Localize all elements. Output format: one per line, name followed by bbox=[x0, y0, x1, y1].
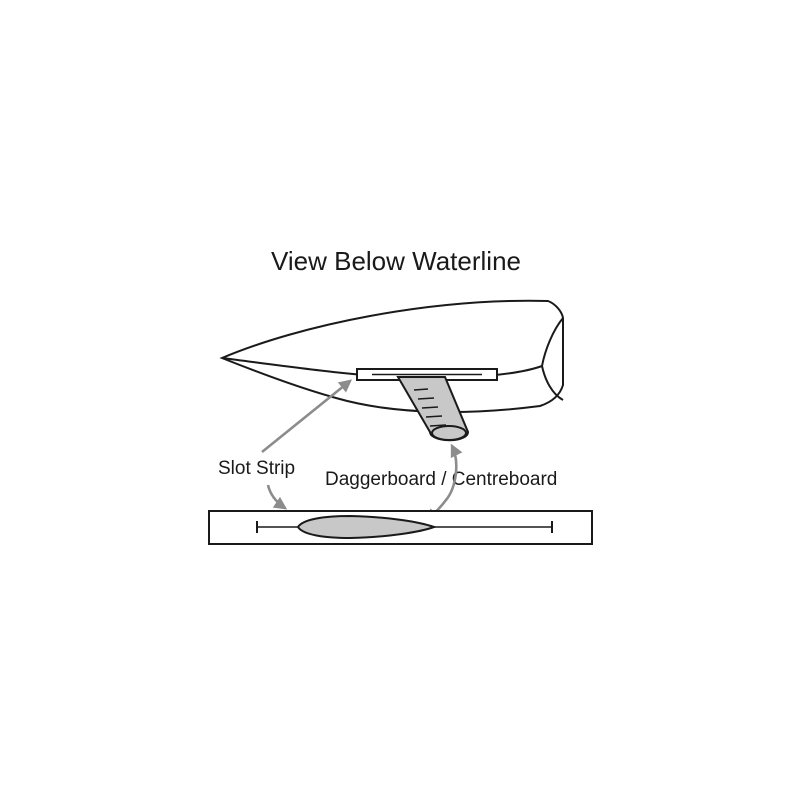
daggerboard-foil-section bbox=[296, 514, 437, 540]
hull-outline bbox=[219, 299, 564, 413]
daggerboard bbox=[396, 376, 470, 442]
hull-side-view bbox=[219, 299, 564, 442]
bottom-plan-view bbox=[208, 510, 593, 545]
slot-strip-arrow-down bbox=[266, 484, 288, 510]
slot-strip-label: Slot Strip bbox=[218, 458, 295, 479]
slot-strip-arrow-up bbox=[261, 379, 353, 454]
daggerboard-label: Daggerboard / Centreboard bbox=[325, 469, 557, 490]
diagram-title: View Below Waterline bbox=[271, 246, 521, 276]
